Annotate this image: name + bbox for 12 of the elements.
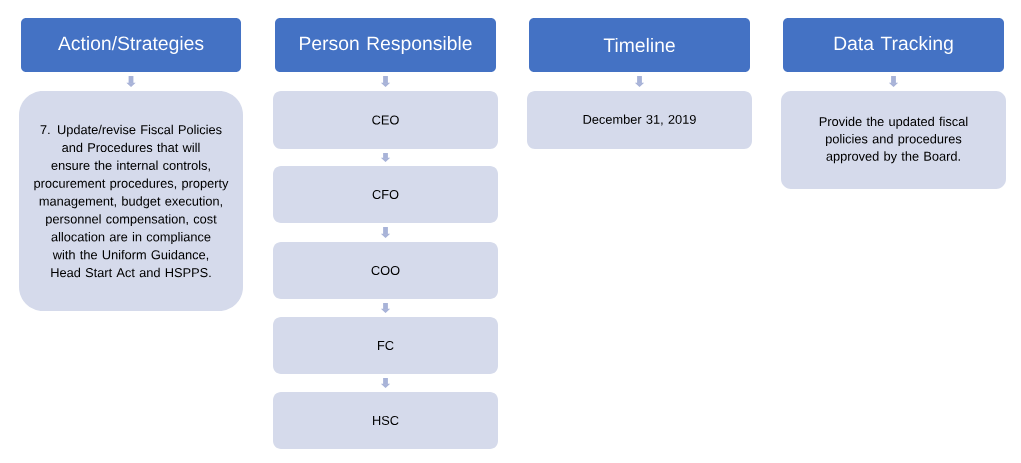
header-box: Timeline <box>529 18 750 72</box>
header-box: Person Responsible <box>275 18 496 72</box>
process-box: CEO <box>273 91 498 149</box>
process-box: HSC <box>273 392 498 449</box>
process-box: FC <box>273 317 498 374</box>
process-box: Provide the updated fiscal policies and procedures approved by the Board. <box>781 91 1006 189</box>
process-box: December 31, 2019 <box>527 91 752 149</box>
header-box: Action/Strategies <box>21 18 241 72</box>
header-box: Data Tracking <box>783 18 1004 72</box>
process-box: COO <box>273 242 498 299</box>
process-box: 7. Update/revise Fiscal Policies and Procedures that will ensure the internal controls, procurement procedures, property management, budget execution, personnel compensation, cost allocation are in compliance with the Uniform Guidance, Head Start Act and HSPPS. <box>19 91 243 311</box>
process-box: CFO <box>273 166 498 223</box>
